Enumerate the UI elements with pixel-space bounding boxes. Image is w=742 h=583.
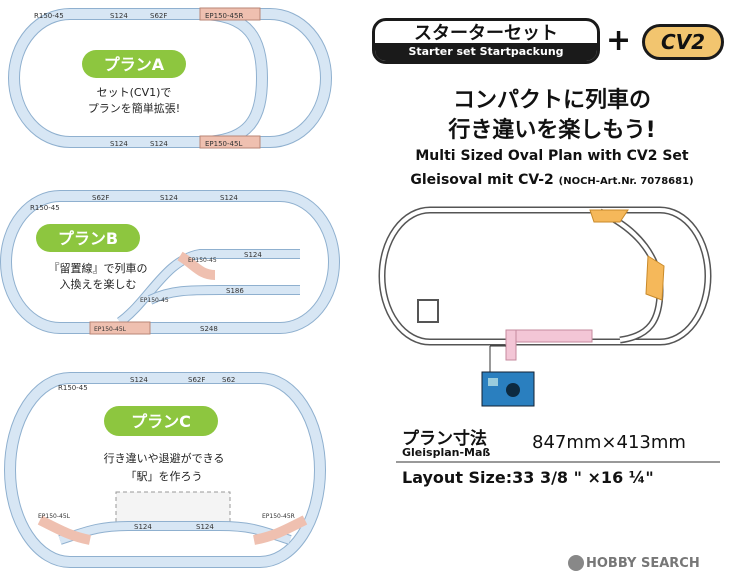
cv2-layout-diagram xyxy=(378,206,712,407)
plan-a-top-label-2: S62F xyxy=(150,12,167,20)
plan-a-top-label-3: EP150-45R xyxy=(205,12,243,20)
plan-c-station-2: S124 xyxy=(196,523,214,531)
plan-a-curve-label: R150-45 xyxy=(34,12,64,20)
starter-set-title-jp: スターターセット xyxy=(414,23,558,44)
plan-b-top-label-2: S124 xyxy=(160,194,178,202)
plan-a-diagram: S124 S62F EP150-45R S124 S124 EP150-45L … xyxy=(8,7,332,149)
plan-b-siding-1: S124 xyxy=(244,251,262,259)
plan-c-top-label-2: S62F xyxy=(188,376,205,384)
cv2-badge: CV2 xyxy=(642,24,724,60)
dims-metric: 847mm×413mm xyxy=(532,432,686,453)
plan-a-bottom-label-1: S124 xyxy=(110,140,128,148)
headline-line-2: 行き違いを楽しもう! xyxy=(448,118,656,143)
headline-de-row: Gleisoval mit CV-2 (NOCH-Art.Nr. 7078681… xyxy=(372,172,732,188)
plan-c-name: プランC xyxy=(131,412,191,431)
plan-a-desc-1: セット(CV1)で xyxy=(97,86,172,99)
plan-b-siding-2: S186 xyxy=(226,287,244,295)
plan-a-top-label-1: S124 xyxy=(110,12,128,20)
plan-b-desc-2: 入換えを楽しむ xyxy=(60,278,137,291)
plan-c-station-1: S124 xyxy=(134,523,152,531)
starter-set-badge: スターターセット Starter set Startpackung xyxy=(372,18,600,64)
headline-art-nr: (NOCH-Art.Nr. 7078681) xyxy=(558,176,694,187)
starter-set-subtitle-de: Startpackung xyxy=(479,45,564,58)
plan-b-turnout-1: EP150-45 xyxy=(188,257,217,264)
starter-set-subtitle: Starter set Startpackung xyxy=(375,43,597,61)
hobby-search-watermark: HOBBY SEARCH xyxy=(586,556,700,571)
plan-b-turnout-3: EP150-45L xyxy=(94,326,127,333)
controller-knob-icon xyxy=(506,383,520,397)
plan-c-curve-label: R150-45 xyxy=(58,384,88,392)
hobby-search-logo-icon xyxy=(568,555,584,571)
plan-b-top-label-3: S124 xyxy=(220,194,238,202)
plan-a-desc-2: プランを簡単拡張! xyxy=(88,101,180,115)
plan-a-name: プランA xyxy=(104,55,165,74)
plan-c-turnout-2: EP150-45R xyxy=(262,513,295,520)
dims-label-jp: プラン寸法 xyxy=(402,429,487,449)
plus-sign: + xyxy=(606,23,632,58)
plan-b-siding-3: S248 xyxy=(200,325,218,333)
headline-en: Multi Sized Oval Plan with CV2 Set xyxy=(415,148,689,164)
dims-imperial: Layout Size:33 3/8 " ×16 ¼" xyxy=(402,468,654,487)
plan-b-diagram: S62F S124 S124 S124 S186 S248 EP150-45 E… xyxy=(0,190,340,335)
plan-b-curve-label: R150-45 xyxy=(30,204,60,212)
headline-de: Gleisoval mit CV-2 xyxy=(410,172,554,188)
plan-c-desc-2: 「駅」を作ろう xyxy=(126,470,203,483)
plan-c-diagram: S124 S62F S62 S124 S124 EP150-45L EP150-… xyxy=(4,372,326,568)
headline-line-1: コンパクトに列車の xyxy=(452,88,651,113)
plan-b-name: プランB xyxy=(58,229,118,248)
plan-c-turnout-1: EP150-45L xyxy=(38,513,71,520)
starter-set-subtitle-en: Starter set xyxy=(408,45,476,58)
plan-c-top-label-1: S124 xyxy=(130,376,148,384)
plan-c-desc-1: 行き違いや退避ができる xyxy=(104,451,225,465)
dims-label-de: Gleisplan-Maß xyxy=(402,446,491,459)
plan-b-top-label-1: S62F xyxy=(92,194,109,202)
plan-a-bottom-label-3: EP150-45L xyxy=(205,140,242,148)
plan-c-top-label-3: S62 xyxy=(222,376,235,384)
plan-b-desc-1: 『留置線』で列車の xyxy=(49,261,148,275)
plan-b-turnout-2: EP150-45 xyxy=(140,297,169,304)
plan-a-bottom-label-2: S124 xyxy=(150,140,168,148)
